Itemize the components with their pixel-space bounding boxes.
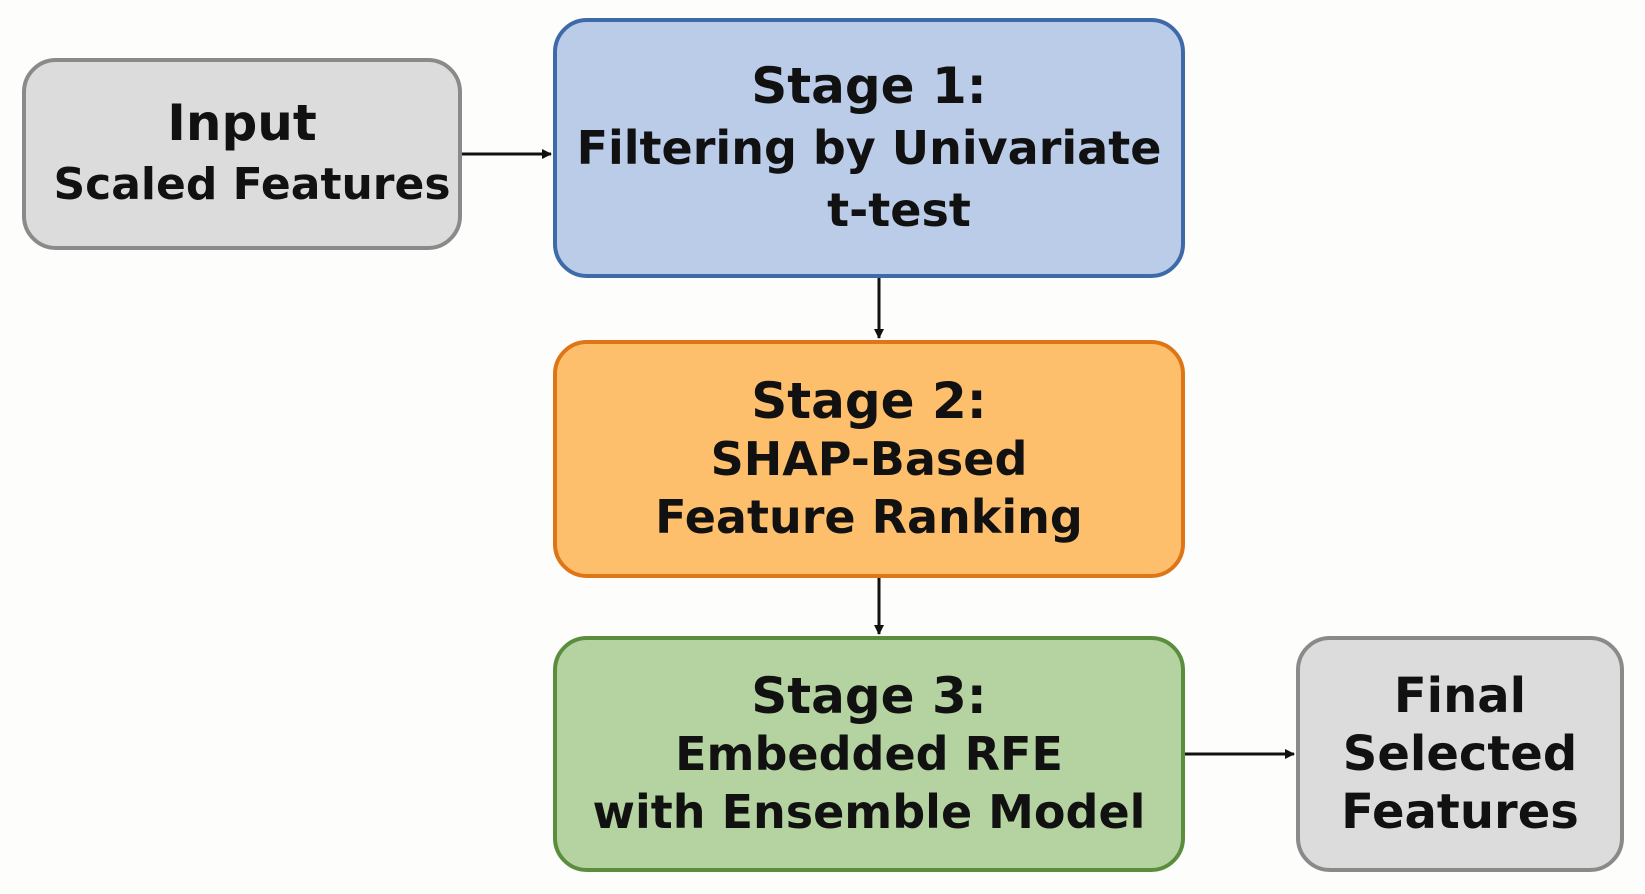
stage-2-line-2: SHAP-Based [710, 432, 1028, 486]
stage-2-title: Stage 2: [751, 372, 987, 430]
final-node: Final Selected Features [1296, 636, 1624, 872]
stage-1-node: Stage 1: Filtering by Univariate t-test [553, 18, 1185, 278]
input-node-title: Input [167, 94, 317, 152]
input-node: Input Scaled Features [22, 58, 462, 250]
stage-1-line-3: t-test [827, 183, 971, 237]
stage-1-title: Stage 1: [751, 57, 987, 115]
stage-3-line-3: with Ensemble Model [592, 785, 1146, 839]
stage-3-node: Stage 3: Embedded RFE with Ensemble Mode… [553, 636, 1185, 872]
final-node-line-2: Selected [1342, 726, 1578, 782]
final-node-line-1: Final [1393, 668, 1527, 724]
final-node-line-3: Features [1341, 784, 1579, 840]
stage-3-line-2: Embedded RFE [675, 727, 1063, 781]
stage-3-title: Stage 3: [751, 667, 987, 725]
input-node-subtitle: Scaled Features [53, 159, 451, 210]
stage-2-line-3: Feature Ranking [655, 490, 1083, 544]
stage-2-node: Stage 2: SHAP-Based Feature Ranking [553, 340, 1185, 578]
stage-1-line-2: Filtering by Univariate [576, 121, 1162, 175]
